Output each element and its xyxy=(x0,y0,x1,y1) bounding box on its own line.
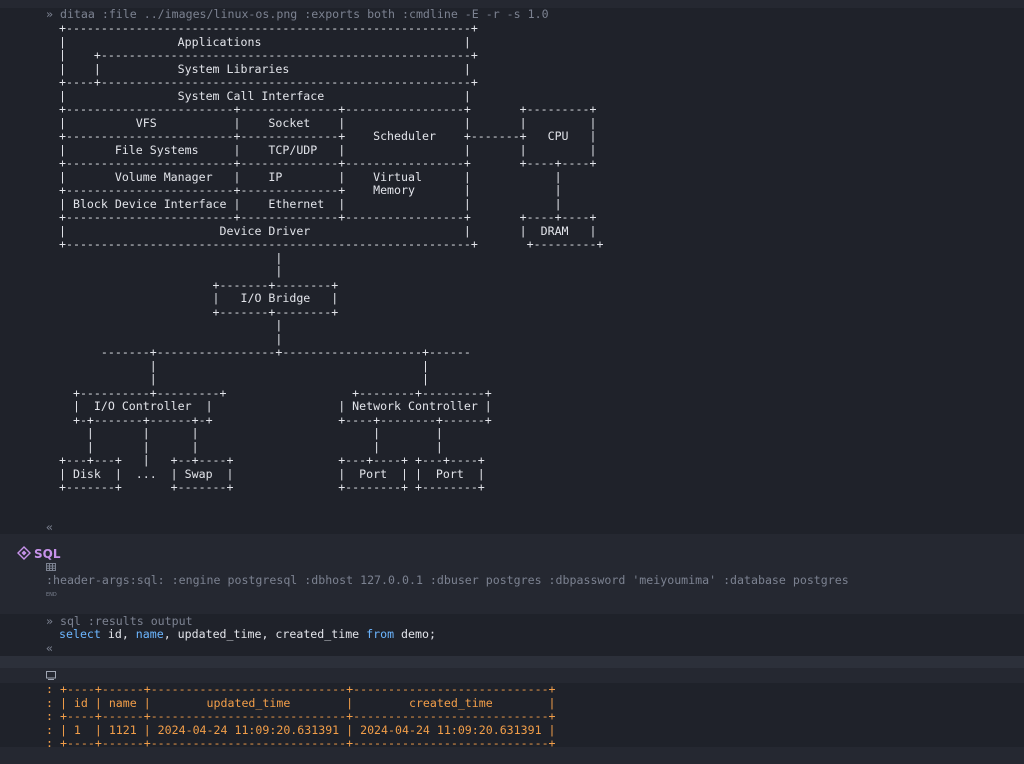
diagram-line: | | | | | xyxy=(59,441,443,454)
diagram-line: | File Systems | TCP/UDP | | | | xyxy=(59,144,596,157)
results-line: : | id | name | updated_time | created_t… xyxy=(46,697,556,710)
results-line: : +----+------+-------------------------… xyxy=(46,710,556,723)
diagram-line: +------------------------+--------------… xyxy=(59,130,596,143)
table-icon xyxy=(46,563,56,571)
diagram-line: +----+----------------------------------… xyxy=(59,76,478,89)
diagram-line: +------------------------+--------------… xyxy=(59,157,596,170)
diagram-line: | +-------------------------------------… xyxy=(59,49,478,62)
diagram-line: | | xyxy=(59,373,429,386)
diagram-line: +-------+--------+ xyxy=(59,279,338,292)
sql-code-part: , updated_time, created_time xyxy=(164,627,366,641)
diagram-line: +------------------------+--------------… xyxy=(59,184,562,197)
diagram-line: | | | | | xyxy=(59,427,443,440)
diagram-line: | System Call Interface | xyxy=(59,90,471,103)
diagram-line: +----------+---------+ +--------+-------… xyxy=(59,387,492,400)
diagram-line: | Volume Manager | IP | Virtual | | xyxy=(59,171,562,184)
diagram-line: | Block Device Interface | Ethernet | | … xyxy=(59,198,562,211)
results-line: : +----+------+-------------------------… xyxy=(46,737,556,750)
sql-keyword-from: from xyxy=(366,627,394,641)
diagram-line: | VFS | Socket | | | | xyxy=(59,117,596,130)
diagram-line: | | System Libraries | xyxy=(59,63,471,76)
diagram-line: +---+---+ | +--+----+ +---+----+ +---+--… xyxy=(59,454,485,467)
diagram-line: | I/O Controller | | Network Controller … xyxy=(59,400,492,413)
diagram-line: | Device Driver | | DRAM | xyxy=(59,225,596,238)
diagram-line: +---------------------------------------… xyxy=(59,238,603,251)
diagram-line: | Applications | xyxy=(59,36,471,49)
diagram-line: | I/O Bridge | xyxy=(59,292,338,305)
sql-end-line[interactable]: « xyxy=(46,642,53,655)
terminal-icon xyxy=(46,671,56,680)
diagram-line: | xyxy=(59,333,282,346)
results-line: : | 1 | 1121 | 2024-04-24 11:09:20.63139… xyxy=(46,724,556,737)
diamond-bullet-icon xyxy=(17,546,31,560)
ditaa-end-line[interactable]: « xyxy=(46,521,53,534)
ditaa-begin-line[interactable]: » ditaa :file ../images/linux-os.png :ex… xyxy=(46,8,549,21)
sql-keyword-name: name xyxy=(136,627,164,641)
diagram-line: -------+-----------------+--------------… xyxy=(59,346,471,359)
diagram-line: | xyxy=(59,319,282,332)
diagram-line: +-------+--------+ xyxy=(59,306,338,319)
diagram-line: +------------------------+--------------… xyxy=(59,211,596,224)
header-args-property[interactable]: :header-args:sql: :engine postgresql :db… xyxy=(46,574,849,587)
sql-code-part: id, xyxy=(101,627,136,641)
diagram-line: | xyxy=(59,265,282,278)
diagram-line: +-------+ +-------+ +--------+ +--------… xyxy=(59,481,485,494)
results-spacer-bar xyxy=(0,656,1024,668)
diagram-line: +------------------------+--------------… xyxy=(59,103,596,116)
diagram-line: | Disk | ... | Swap | | Port | | Port | xyxy=(59,468,485,481)
results-line: : +----+------+-------------------------… xyxy=(46,683,556,696)
diagram-line: +---------------------------------------… xyxy=(59,22,478,35)
sql-code-part: demo; xyxy=(394,627,436,641)
sql-keyword-select: select xyxy=(59,627,101,641)
drawer-end-label: END xyxy=(46,592,57,598)
diagram-line: +-+-------+------+-+ +----+--------+----… xyxy=(59,414,492,427)
sql-code-line[interactable]: select id, name, updated_time, created_t… xyxy=(59,628,436,641)
diagram-line: | | xyxy=(59,360,429,373)
sql-heading[interactable]: SQL xyxy=(34,546,61,562)
diagram-line: | xyxy=(59,252,282,265)
